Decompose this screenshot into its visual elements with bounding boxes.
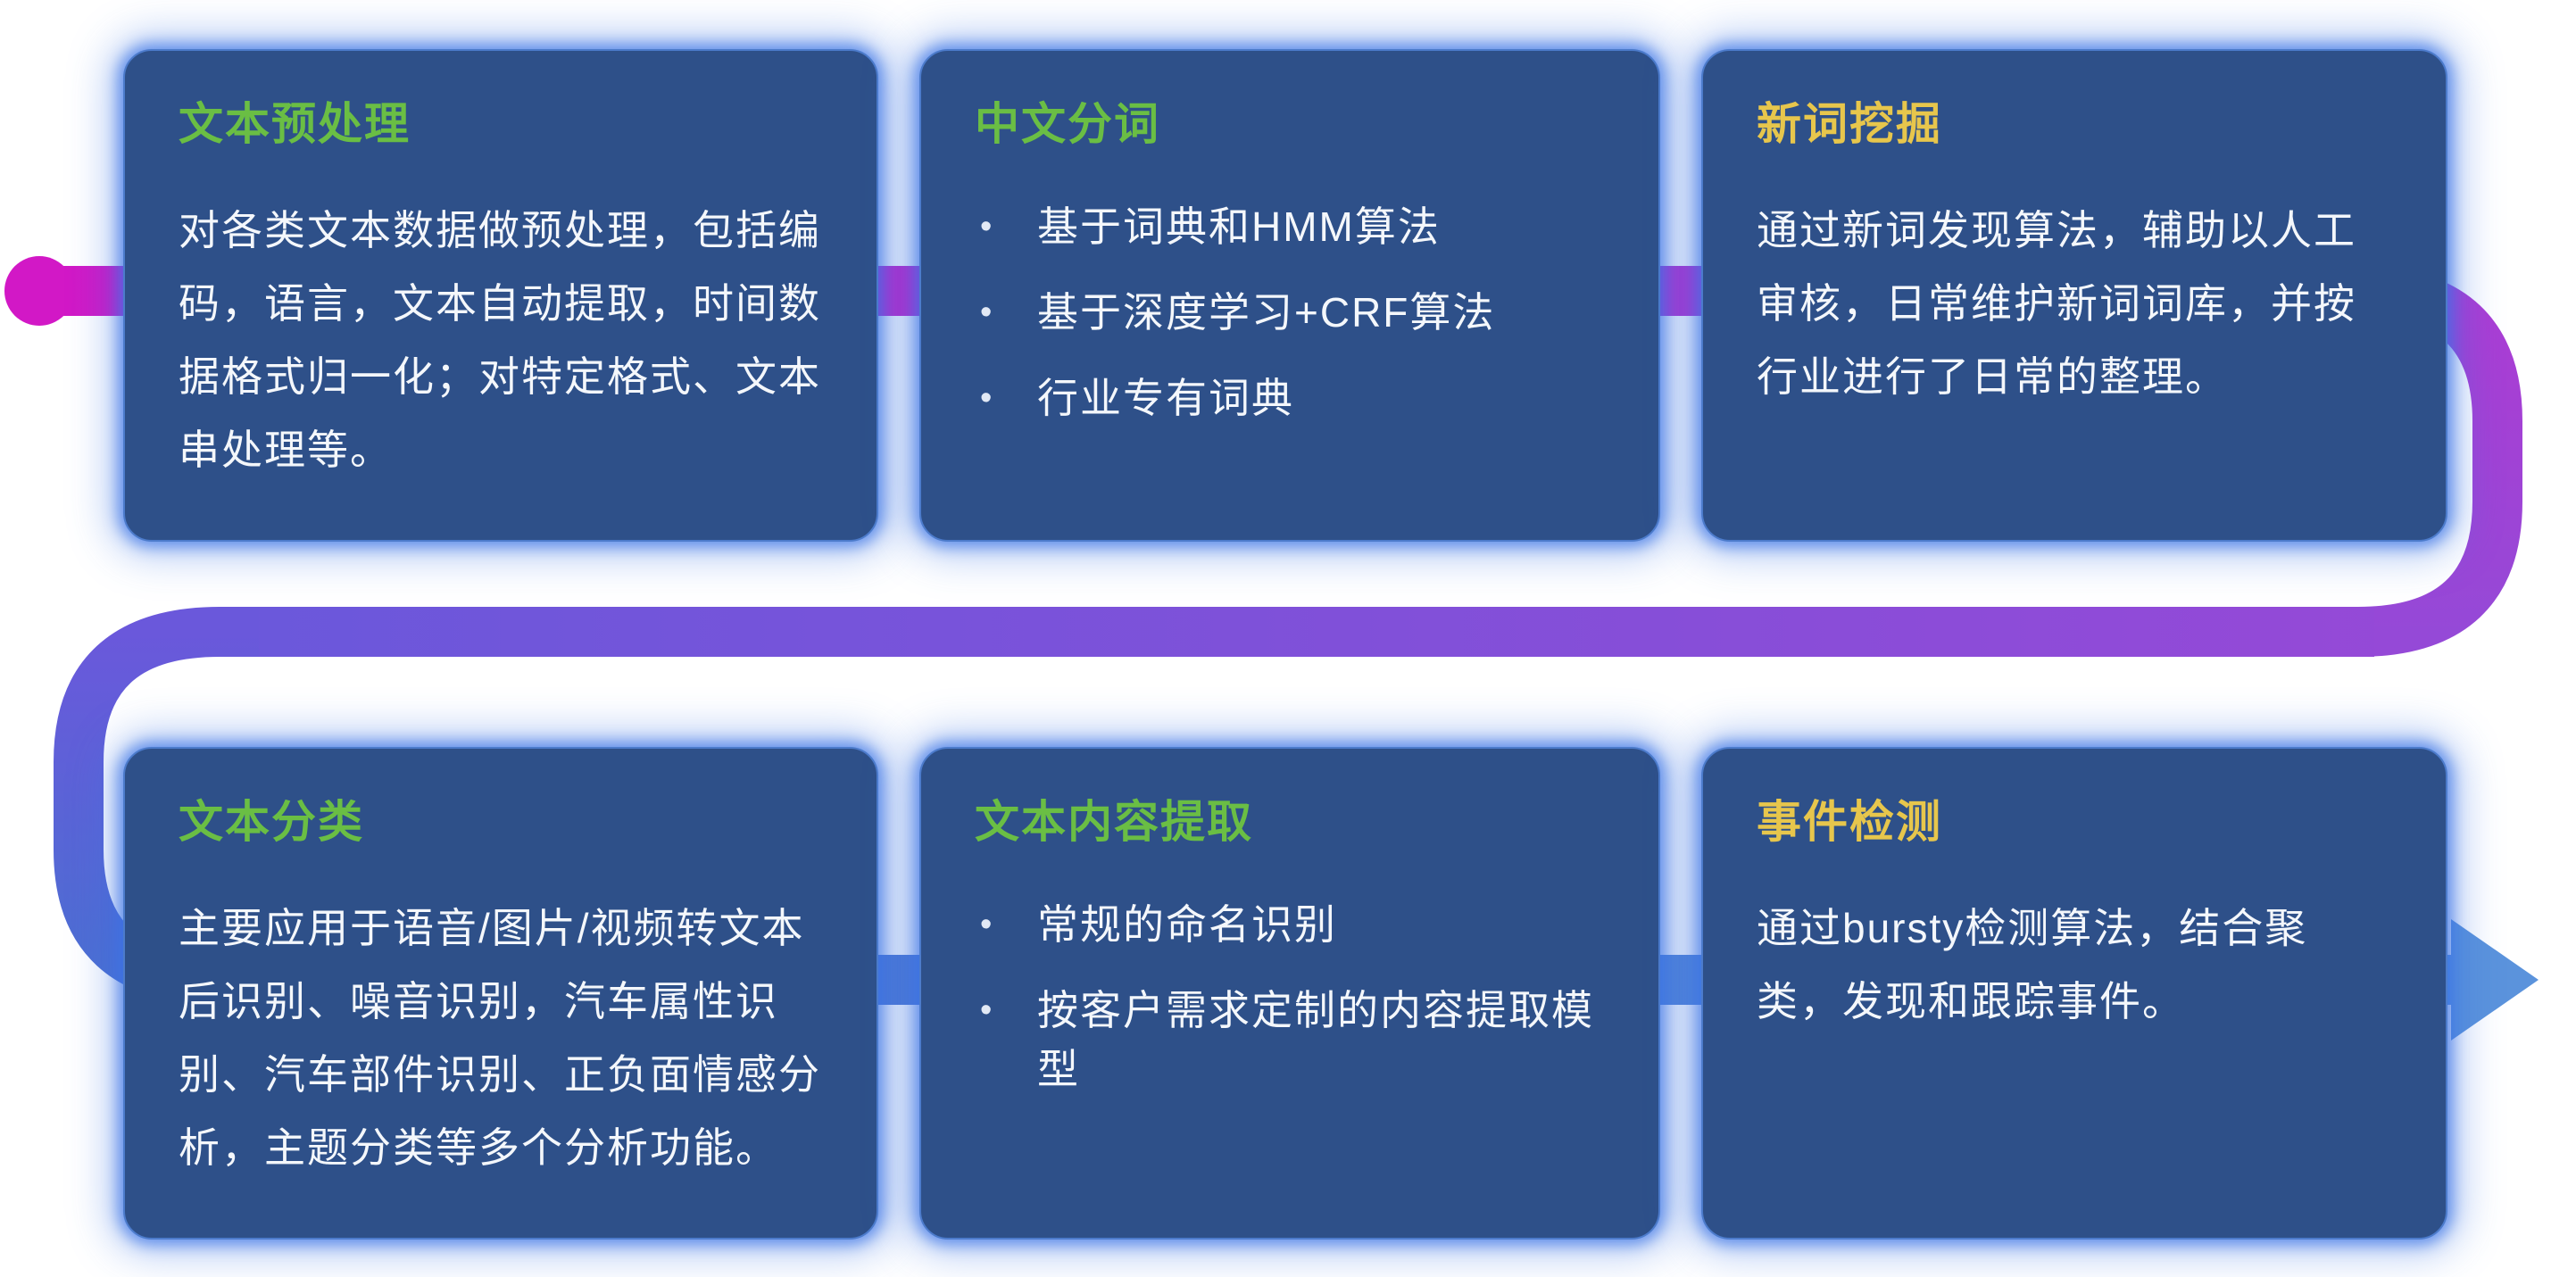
card-title: 新词挖掘: [1757, 99, 1942, 149]
card-chinese-word-segmentation: 中文分词 • 基于词典和HMM算法 • 基于深度学习+CRF算法 • 行业专有词…: [919, 49, 1660, 542]
card-text-preprocessing: 文本预处理 对各类文本数据做预处理，包括编码，语言，文本自动提取，时间数据格式归…: [123, 49, 878, 542]
list-item: • 行业专有词典: [975, 369, 1605, 427]
bullet-list: • 常规的命名识别 • 按客户需求定制的内容提取模型: [975, 895, 1605, 1099]
card-event-detection: 事件检测 通过bursty检测算法，结合聚类，发现和跟踪事件。: [1701, 747, 2447, 1240]
flow-arrow-icon: [2451, 919, 2539, 1041]
card-content-extraction: 文本内容提取 • 常规的命名识别 • 按客户需求定制的内容提取模型: [919, 747, 1660, 1240]
card-text-classification: 文本分类 主要应用于语音/图片/视频转文本后识别、噪音识别，汽车属性识别、汽车部…: [123, 747, 878, 1240]
card-title: 文本分类: [179, 797, 364, 847]
list-item: • 按客户需求定制的内容提取模型: [975, 981, 1605, 1099]
bullet-icon: •: [980, 208, 993, 245]
card-body-text: 通过bursty检测算法，结合聚类，发现和跟踪事件。: [1757, 905, 2308, 1024]
bullet-text: 基于深度学习+CRF算法: [1037, 289, 1496, 336]
card-title: 文本内容提取: [975, 797, 1253, 847]
bullet-icon: •: [980, 906, 993, 943]
flow-start-dot: [4, 256, 74, 326]
card-new-word-mining: 新词挖掘 通过新词发现算法，辅助以人工审核，日常维护新词词库，并按行业进行了日常…: [1701, 49, 2447, 542]
bullet-text: 按客户需求定制的内容提取模型: [1037, 987, 1594, 1092]
card-title: 事件检测: [1757, 797, 1942, 847]
card-title: 文本预处理: [179, 99, 411, 149]
list-item: • 常规的命名识别: [975, 895, 1605, 954]
bullet-icon: •: [980, 294, 993, 331]
list-item: • 基于词典和HMM算法: [975, 197, 1605, 256]
bullet-text: 基于词典和HMM算法: [1037, 203, 1441, 250]
card-title: 中文分词: [975, 99, 1160, 149]
list-item: • 基于深度学习+CRF算法: [975, 283, 1605, 342]
bullet-list: • 基于词典和HMM算法 • 基于深度学习+CRF算法 • 行业专有词典: [975, 197, 1605, 427]
bullet-text: 行业专有词典: [1037, 375, 1294, 421]
bullet-text: 常规的命名识别: [1037, 901, 1337, 948]
bullet-icon: •: [980, 991, 993, 1029]
card-body-text: 对各类文本数据做预处理，包括编码，语言，文本自动提取，时间数据格式归一化；对特定…: [179, 207, 821, 473]
bullet-icon: •: [980, 379, 993, 417]
card-body-text: 主要应用于语音/图片/视频转文本后识别、噪音识别，汽车属性识别、汽车部件识别、正…: [179, 905, 821, 1171]
card-body-text: 通过新词发现算法，辅助以人工审核，日常维护新词词库，并按行业进行了日常的整理。: [1757, 207, 2356, 400]
